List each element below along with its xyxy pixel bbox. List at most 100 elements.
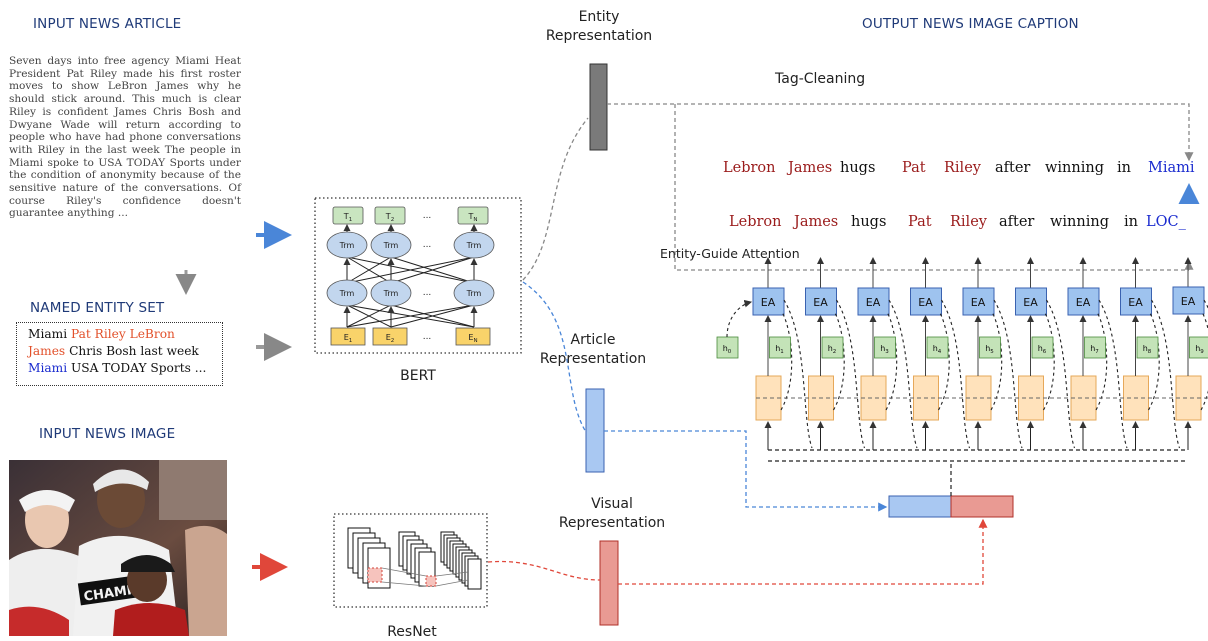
- feedback-curve: [783, 299, 813, 449]
- bert-to-article-link: [522, 281, 587, 433]
- label-line: Representation: [558, 515, 666, 531]
- visual-representation-label: Visual Representation: [552, 495, 672, 533]
- entity-word: last week: [140, 344, 199, 358]
- article-to-concat-link: [604, 430, 888, 512]
- resnet-kernel: [367, 567, 383, 583]
- hidden-state: [769, 336, 791, 359]
- resnet-box: [333, 513, 488, 608]
- input-article-heading: INPUT NEWS ARTICLE: [33, 16, 182, 32]
- ea-block: [1067, 287, 1100, 316]
- caption-word: Miami: [1148, 160, 1195, 176]
- bert-ellipsis: ...: [423, 240, 432, 250]
- ea-block: [857, 287, 890, 316]
- hidden-state-label: h6: [1038, 344, 1047, 355]
- feedback-curve: [1151, 299, 1181, 449]
- visual-to-concat-link: [618, 518, 988, 585]
- caption-word: after: [995, 160, 1031, 176]
- entity-word: Miami: [28, 361, 68, 375]
- label-line: Entity: [578, 9, 620, 25]
- entity-representation-vector: [589, 63, 608, 151]
- caption-word: winning: [1045, 160, 1104, 176]
- bert-t-label: TN: [467, 212, 477, 223]
- bert-trm-lower: Trm Trm Trm ...: [326, 279, 495, 307]
- entity-word: James: [28, 344, 66, 358]
- ea-block: [1015, 287, 1047, 316]
- news-photo: CHAMPIONS: [9, 460, 227, 636]
- hidden-state: [1136, 336, 1159, 359]
- feedback-curve: [888, 299, 918, 449]
- bert-t-label: T1: [343, 212, 352, 223]
- feedback-curve: [941, 299, 971, 449]
- caption-word: Lebron: [723, 160, 776, 176]
- hidden-state: [926, 336, 949, 359]
- ea-label: EA: [918, 296, 933, 309]
- hidden-state: [1084, 336, 1106, 359]
- feedback-curve: [1043, 311, 1055, 411]
- label-line: Article: [570, 332, 616, 348]
- concat-vector-article: [888, 495, 952, 518]
- trm-label: Trm: [383, 241, 399, 250]
- caption-word: Pat: [908, 214, 932, 230]
- trm-label: Trm: [383, 289, 399, 298]
- bert-output-tokens: T1 T2 TN ...: [332, 206, 489, 225]
- caption-tagged: Lebron James hugs Pat Riley after winnin…: [0, 214, 1208, 234]
- article-text: Seven days into free agency Miami Heat P…: [9, 55, 241, 220]
- bert-e-token: [372, 327, 408, 346]
- bert-e-label: EN: [468, 333, 477, 344]
- label-line: Visual: [591, 496, 633, 512]
- bert-ellipsis: ...: [423, 332, 432, 342]
- bert-trm-upper: Trm Trm Trm ...: [326, 231, 495, 259]
- ea-label: EA: [866, 296, 881, 309]
- trm-node: [326, 279, 368, 307]
- hidden-state-label: h9: [1195, 344, 1204, 355]
- lstm-cell: [860, 375, 887, 421]
- hidden-state: [874, 336, 896, 359]
- bert-input-tokens: E1 E2 EN ...: [330, 327, 491, 346]
- entity-word: Chris Bosh: [69, 344, 137, 358]
- entity-word: ...: [194, 361, 207, 375]
- caption-word: winning: [1050, 214, 1109, 230]
- entity-representation-label: Entity Representation: [544, 8, 654, 46]
- bert-connections: [346, 256, 475, 328]
- bert-e-token: [330, 327, 366, 346]
- article-representation-label: Article Representation: [538, 331, 648, 369]
- ea-label: EA: [971, 296, 986, 309]
- ea-block: [910, 287, 942, 316]
- hidden-state-label: h4: [933, 344, 942, 355]
- caption-word: Lebron: [729, 214, 782, 230]
- bert-t-label: T2: [385, 212, 394, 223]
- hidden-state-label: h1: [775, 344, 784, 355]
- trm-node: [370, 279, 412, 307]
- caption-word: Riley: [944, 160, 981, 176]
- bert-e-label: E2: [386, 333, 395, 344]
- feedback-curve: [885, 311, 898, 411]
- entity-guide-label: Entity-Guide Attention: [660, 246, 800, 261]
- trm-node: [453, 231, 495, 259]
- trm-node: [453, 279, 495, 307]
- caption-word: after: [999, 214, 1035, 230]
- ea-block: [962, 287, 995, 316]
- hidden-state: [821, 336, 844, 359]
- bert-t-token: [374, 206, 406, 225]
- ea-label: EA: [1128, 296, 1143, 309]
- ea-label: EA: [1181, 295, 1196, 308]
- lstm-cell: [1070, 375, 1097, 421]
- feedback-curve: [938, 311, 950, 411]
- caption-word: hugs: [840, 160, 876, 176]
- trm-label: Trm: [339, 289, 355, 298]
- hidden-state-label: h8: [1143, 344, 1152, 355]
- feedback-curve: [833, 311, 845, 411]
- entity-word: USA TODAY Sports: [70, 361, 191, 375]
- caption-word: Pat: [902, 160, 926, 176]
- tag-cleaning-path: [607, 103, 1194, 162]
- bert-to-entity-link: [522, 117, 589, 281]
- ea-label: EA: [1023, 296, 1038, 309]
- concat-vector-visual: [950, 495, 1014, 518]
- feedback-curve: [1046, 299, 1076, 449]
- trm-label: Trm: [339, 241, 355, 250]
- bert-e-token: [455, 327, 491, 346]
- feedback-curve: [836, 299, 866, 449]
- context-bus: [768, 449, 1188, 496]
- ea-label: EA: [813, 296, 828, 309]
